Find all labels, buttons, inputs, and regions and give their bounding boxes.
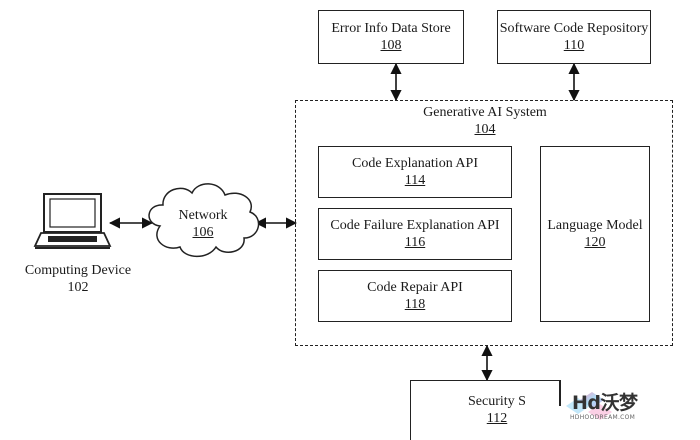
watermark-text: Hd沃梦 <box>572 392 638 414</box>
code-repair-api-box: Code Repair API 118 <box>318 270 512 322</box>
code-repo-label: Software Code Repository <box>499 21 649 36</box>
computing-device-label-group: Computing Device 102 <box>12 262 144 296</box>
code-repair-api-number: 118 <box>404 297 426 312</box>
generative-ai-system-title: Generative AI System 104 <box>420 104 550 138</box>
computing-device-number: 102 <box>67 280 89 295</box>
security-box-right-edge <box>559 380 561 406</box>
network-number: 106 <box>192 225 214 240</box>
network-cloud-icon <box>148 183 260 258</box>
code-explanation-api-box: Code Explanation API 114 <box>318 146 512 198</box>
code-repair-api-label: Code Repair API <box>367 280 463 295</box>
gen-ai-number: 104 <box>474 122 496 137</box>
code-explanation-api-label: Code Explanation API <box>352 156 478 171</box>
code-failure-api-number: 116 <box>404 235 426 250</box>
code-explanation-api-number: 114 <box>404 173 426 188</box>
language-model-number: 120 <box>584 235 606 250</box>
language-model-box: Language Model 120 <box>540 146 650 322</box>
watermark-subtext: HDHOODREAM.COM <box>570 414 636 421</box>
network-label: Network <box>178 208 228 223</box>
code-failure-api-label: Code Failure Explanation API <box>330 218 500 233</box>
watermark-logo-mark <box>566 392 612 420</box>
watermark-logo: Hd沃梦 HDHOODREAM.COM <box>564 386 656 432</box>
generative-ai-system-container <box>295 100 673 346</box>
security-number: 112 <box>486 411 508 426</box>
security-label: Security S <box>468 394 526 409</box>
code-repo-number: 110 <box>563 38 585 53</box>
code-failure-explanation-api-box: Code Failure Explanation API 116 <box>318 208 512 260</box>
laptop-icon <box>33 193 112 249</box>
language-model-label: Language Model <box>547 218 643 233</box>
gen-ai-label: Generative AI System <box>423 105 547 120</box>
error-store-number: 108 <box>380 38 402 53</box>
network-label-group: Network 106 <box>160 207 246 241</box>
computing-device-label: Computing Device <box>24 263 132 278</box>
software-code-repository-box: Software Code Repository 110 <box>497 10 651 64</box>
error-info-data-store-box: Error Info Data Store 108 <box>318 10 464 64</box>
error-store-label: Error Info Data Store <box>331 21 451 36</box>
security-box: Security S 112 <box>410 380 561 440</box>
